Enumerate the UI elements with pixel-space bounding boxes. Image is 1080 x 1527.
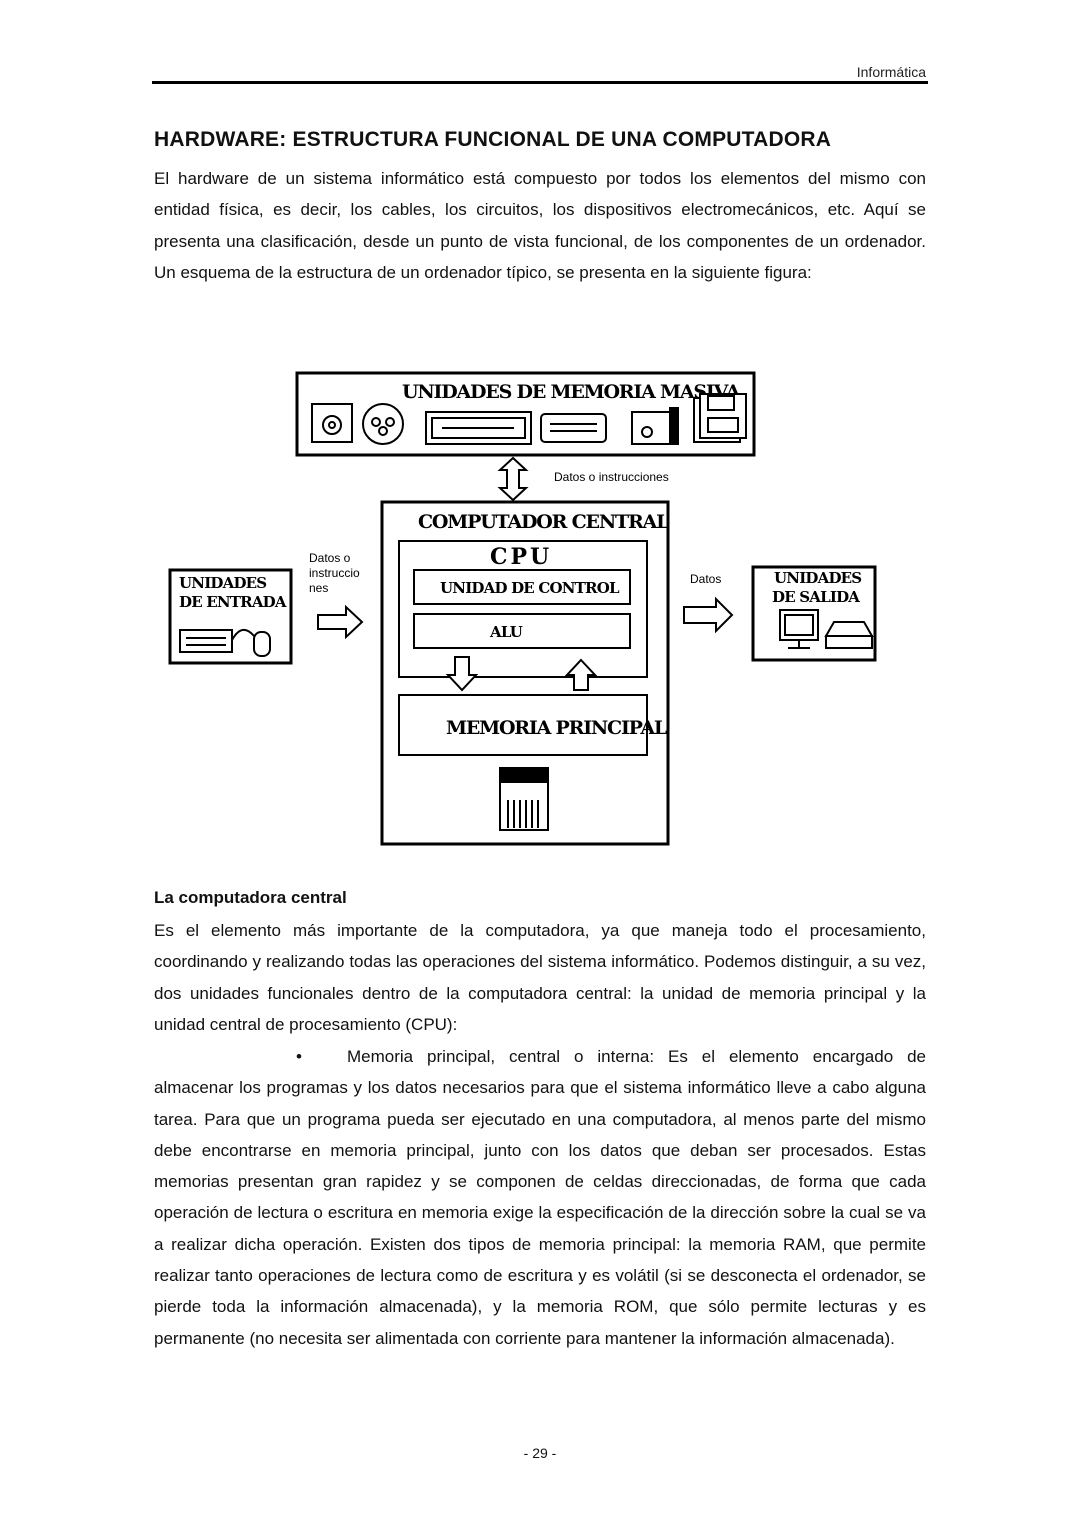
central-computer-label: COMPUTADOR CENTRAL <box>418 511 669 533</box>
main-memory-paragraph: Memoria principal, central o interna: Es… <box>154 1047 926 1348</box>
output-units-label-1: UNIDADES <box>774 569 861 587</box>
control-unit-label: UNIDAD DE CONTROL <box>440 579 620 597</box>
cpu-label: CPU <box>490 544 552 570</box>
input-units-label-1: UNIDADES <box>179 574 266 592</box>
alu-label: ALU <box>489 623 523 641</box>
output-arrow-icon <box>683 596 734 634</box>
section-heading: La computadora central <box>154 888 347 907</box>
tape-reel-icon <box>362 403 404 445</box>
page-title: HARDWARE: ESTRUCTURA FUNCIONAL DE UNA CO… <box>154 128 832 151</box>
output-units-box: UNIDADES DE SALIDA <box>751 565 877 662</box>
printer-icon <box>824 621 874 649</box>
mass-storage-label: UNIDADES DE MEMORIA MASIVA <box>402 381 741 403</box>
hard-drive-icon <box>311 403 353 443</box>
header-rule <box>152 81 928 84</box>
mass-storage-box: UNIDADES DE MEMORIA MASIVA <box>295 371 756 457</box>
tape-drive-icon <box>540 413 607 443</box>
intro-paragraph: El hardware de un sistema informático es… <box>154 169 926 282</box>
central-computer-box: COMPUTADOR CENTRAL CPU UNIDAD DE CONTROL… <box>380 500 670 846</box>
input-data-label-2: instruccio <box>309 566 360 580</box>
down-arrow-icon <box>445 656 479 692</box>
disk-drive-icon <box>425 411 532 445</box>
floppy-disk-icon <box>693 393 747 443</box>
cdrom-drive-icon <box>631 407 679 445</box>
output-data-label: Datos <box>690 572 721 586</box>
input-units-label-2: DE ENTRADA <box>179 593 287 611</box>
input-data-label-1: Datos o <box>309 551 351 565</box>
memory-chip-icon <box>499 767 549 831</box>
input-arrow-icon <box>317 604 364 640</box>
main-memory-label: MEMORIA PRINCIPAL <box>446 717 667 739</box>
computer-structure-diagram: UNIDADES DE MEMORIA MASIVA Dato <box>168 371 877 846</box>
mouse-icon <box>231 629 271 657</box>
up-arrow-icon <box>564 658 598 691</box>
central-computer-paragraph: Es el elemento más importante de la comp… <box>154 921 926 1034</box>
input-units-box: UNIDADES DE ENTRADA <box>168 568 293 665</box>
input-data-label-3: nes <box>309 581 328 595</box>
bullet-point: • <box>296 1047 302 1066</box>
data-instructions-label: Datos o instrucciones <box>554 470 669 484</box>
keyboard-icon <box>179 629 233 653</box>
header-section-title: Informática <box>856 64 926 80</box>
double-arrow-mass-storage <box>497 456 529 502</box>
output-units-label-2: DE SALIDA <box>772 588 860 606</box>
monitor-icon <box>779 609 819 649</box>
page-number: - 29 - <box>523 1445 557 1461</box>
